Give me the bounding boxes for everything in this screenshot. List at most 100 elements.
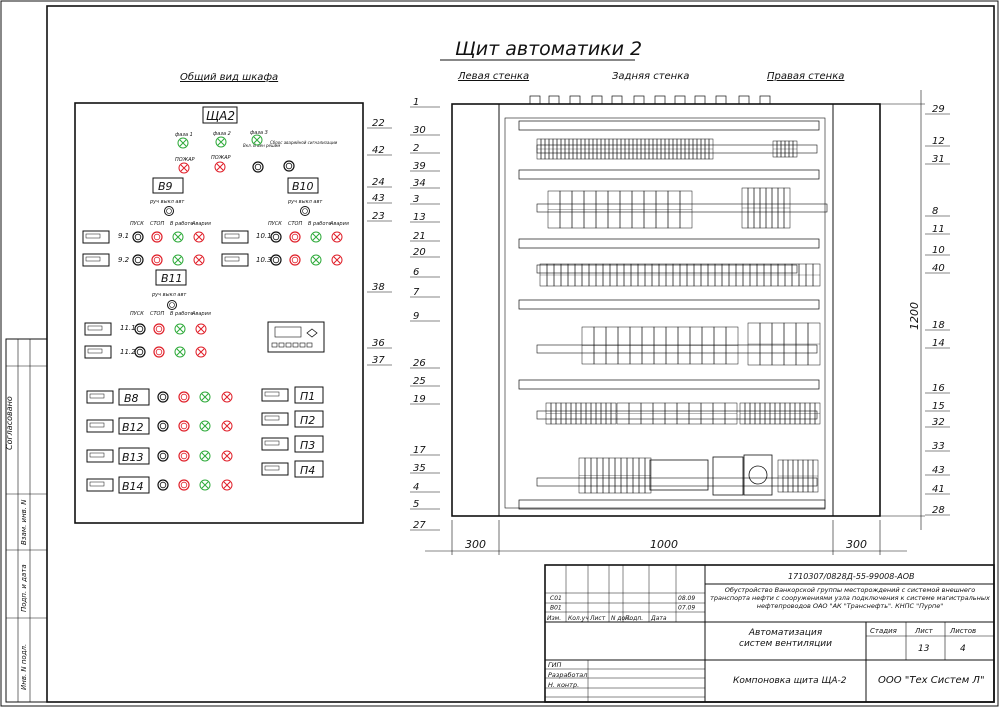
push-button: [134, 346, 146, 358]
push-button: [134, 323, 146, 335]
push-button-inner: [291, 256, 299, 264]
callout-left-39: 39: [413, 161, 426, 172]
push-button: [157, 479, 169, 491]
unit-display-screen: [89, 393, 105, 399]
indicator-lamp: [331, 254, 343, 266]
cable-gland: [591, 95, 603, 105]
push-button: [178, 479, 190, 491]
indicator-lamp: [221, 479, 233, 491]
callout-right-31: 31: [932, 154, 945, 165]
indicator-cross: [253, 136, 261, 144]
push-button-inner: [134, 256, 142, 264]
push-button-inner: [180, 393, 188, 401]
indicator-lamp: [214, 161, 226, 173]
indicator-lamp: [195, 346, 207, 358]
callout-mid-42: 42: [372, 145, 385, 156]
callout-left-35: 35: [413, 463, 426, 474]
callout-right-41: 41: [932, 484, 945, 495]
dim-right: 300: [846, 538, 867, 551]
selector-switch: [167, 300, 177, 310]
svg-text:фаза 2: фаза 2: [213, 131, 231, 137]
cable-gland: [611, 95, 623, 105]
push-button-inner: [136, 348, 144, 356]
push-button-inner: [159, 393, 167, 401]
push-button-inner: [180, 481, 188, 489]
cabinet-header: ЩА2: [206, 109, 235, 123]
col-header: Подп.: [625, 615, 643, 622]
push-button-inner: [159, 452, 167, 460]
callout-right-14: 14: [932, 338, 945, 349]
drawing-name: Компоновка щита ЩА-2: [733, 676, 847, 686]
callout-left-1: 1: [413, 97, 419, 108]
keypad-key: [292, 342, 299, 348]
unit-display: [221, 230, 249, 244]
unit-display: [82, 253, 110, 267]
push-button: [157, 450, 169, 462]
unit-display: [261, 412, 289, 426]
indicator-cross: [179, 139, 187, 147]
indicator-cross: [223, 393, 231, 401]
rev-date: 07.09: [678, 605, 695, 612]
callout-left-9: 9: [413, 311, 419, 322]
company-name: ООО "Тех Систем Л": [878, 675, 985, 686]
svg-text:В работе: В работе: [170, 221, 193, 227]
indicator-lamp: [178, 162, 190, 174]
selector-switch: [300, 206, 310, 216]
push-button: [153, 323, 165, 335]
indicator-lamp: [174, 323, 186, 335]
svg-text:Авария: Авария: [191, 311, 211, 317]
svg-text:руч выкл авт: руч выкл авт: [149, 199, 185, 205]
block-p2: П2: [300, 414, 315, 427]
callout-right-28: 28: [932, 505, 945, 516]
indicator-cross: [217, 138, 225, 146]
indicator-lamp: [177, 137, 189, 149]
push-button-inner: [153, 233, 161, 241]
unit-display: [86, 419, 114, 433]
indicator-cross: [174, 233, 182, 241]
selector-switch-inner: [166, 208, 172, 214]
svg-text:руч выкл авт: руч выкл авт: [151, 292, 187, 298]
indicator-cross: [223, 481, 231, 489]
indicator-cross: [312, 256, 320, 264]
sheet-total: 4: [960, 644, 966, 654]
svg-text:9.1: 9.1: [118, 232, 129, 240]
callout-left-13: 13: [413, 212, 426, 223]
callout-mid-23: 23: [372, 211, 385, 222]
indicator-cross: [201, 481, 209, 489]
col-header: Лист: [589, 615, 606, 622]
callout-right-29: 29: [932, 104, 945, 115]
unit-display: [82, 230, 110, 244]
push-button: [132, 231, 144, 243]
cable-gland: [529, 95, 541, 105]
svg-text:Авария: Авария: [191, 221, 211, 227]
cable-duct: [518, 238, 820, 249]
svg-text:Авария: Авария: [329, 221, 349, 227]
svg-text:9.2: 9.2: [118, 256, 130, 264]
selector-switch: [164, 206, 174, 216]
indicator-lamp: [172, 231, 184, 243]
sheet-number: 13: [918, 644, 930, 654]
svg-text:ПУСК: ПУСК: [268, 221, 282, 227]
keypad-key: [306, 342, 313, 348]
cable-gland: [548, 95, 560, 105]
indicator-lamp: [199, 479, 211, 491]
col-header: Кол.уч: [568, 615, 589, 622]
push-button: [283, 160, 295, 172]
svg-text:Лист: Лист: [914, 627, 934, 635]
indicator-lamp: [215, 136, 227, 148]
indicator-lamp: [221, 391, 233, 403]
callout-mid-22: 22: [372, 118, 385, 129]
callout-right-18: 18: [932, 320, 945, 331]
cable-gland: [674, 95, 686, 105]
indicator-cross: [176, 348, 184, 356]
callout-mid-43: 43: [372, 193, 385, 204]
indicator-lamp: [221, 450, 233, 462]
push-button: [151, 254, 163, 266]
push-button: [252, 161, 264, 173]
callout-left-19: 19: [413, 394, 426, 405]
push-button-inner: [291, 233, 299, 241]
unit-display-screen: [85, 233, 101, 239]
callout-mid-24: 24: [372, 177, 385, 188]
unit-display-screen: [87, 348, 103, 354]
